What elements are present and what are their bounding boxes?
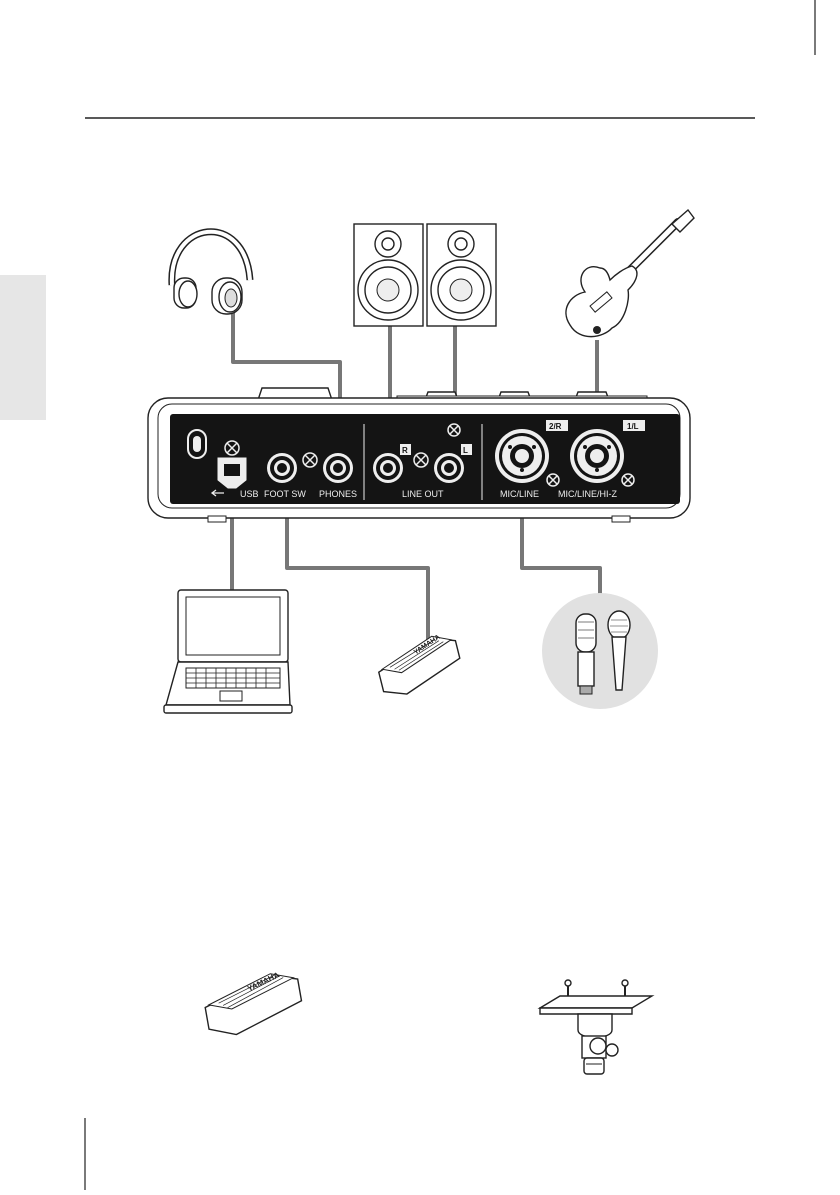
line-out-l-badge: L <box>463 446 468 455</box>
audio-interface-rear-panel: USB FOOT SW PHONES R <box>148 388 690 522</box>
channel-1-badge-label: 1/L <box>627 422 639 431</box>
microphone-holder-accessory-icon <box>540 980 652 1074</box>
usb-port-label: USB <box>240 489 259 499</box>
microphones-icon <box>542 593 658 709</box>
input-2-label: MIC/LINE <box>500 489 539 499</box>
input-1-label: MIC/LINE/HI-Z <box>558 489 618 499</box>
foot-switch-icon: YAMAHA <box>373 630 465 699</box>
laptop-computer-icon <box>164 590 292 713</box>
phones-label: PHONES <box>319 489 357 499</box>
phones-jack <box>323 453 353 483</box>
foot-switch-label: FOOT SW <box>264 489 306 499</box>
line-out-r-badge: R <box>402 446 408 455</box>
speaker-right-icon <box>354 224 423 326</box>
chapter-side-tab <box>0 275 46 420</box>
line-out-label: LINE OUT <box>402 489 444 499</box>
foot-switch-accessory-icon: YAMAHA <box>201 967 305 1039</box>
headphones-icon <box>172 232 250 314</box>
electric-guitar-icon <box>566 210 694 337</box>
channel-2-badge-label: 2/R <box>549 422 562 431</box>
speaker-left-icon <box>427 224 496 326</box>
